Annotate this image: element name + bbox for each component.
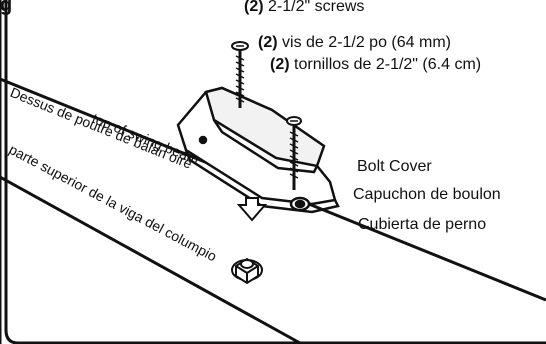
bolt-cover-shape bbox=[176, 86, 340, 214]
placement-arrow bbox=[236, 197, 268, 222]
screws-label-french: (2) vis de 2-1/2 po (64 mm) bbox=[258, 34, 451, 52]
bolt-cover-label-spanish: Cubierta de perno bbox=[358, 216, 487, 233]
screws-qty-spanish: (2) bbox=[270, 56, 290, 73]
screws-text-english: 2-1/2" screws bbox=[268, 0, 365, 15]
screws-label-spanish: (2) tornillos de 2-1/2" (6.4 cm) bbox=[270, 56, 481, 74]
bolt-cover-label-french: Capuchon de boulon bbox=[353, 186, 501, 203]
screws-label-english: (2) 2-1/2" screws bbox=[244, 0, 364, 16]
screw-right bbox=[286, 116, 302, 190]
screw-left bbox=[231, 41, 249, 108]
screws-qty-english: (2) bbox=[244, 0, 264, 15]
screws-text-french: vis de 2-1/2 po (64 mm) bbox=[282, 34, 451, 51]
header-fragment: g bbox=[0, 0, 13, 16]
screws-text-spanish: tornillos de 2-1/2" (6.4 cm) bbox=[294, 56, 482, 73]
bolt-nut bbox=[231, 257, 263, 285]
screws-qty-french: (2) bbox=[258, 34, 278, 51]
bolt-cover-label-english: Bolt Cover bbox=[357, 158, 432, 175]
